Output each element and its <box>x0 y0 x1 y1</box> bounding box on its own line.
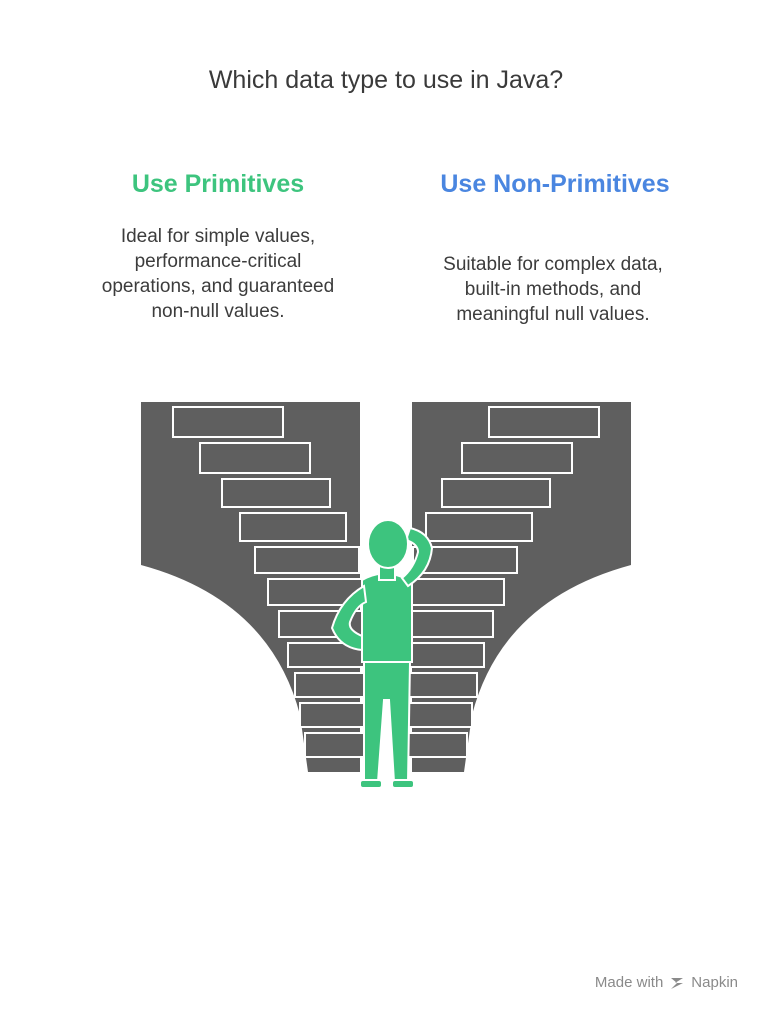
stairs-right-icon <box>394 402 631 772</box>
stairs-left-icon <box>141 402 378 772</box>
made-with-label: Made with <box>594 974 664 991</box>
page-title: Which data type to use in Java? <box>208 66 564 94</box>
napkin-logo-icon <box>671 977 684 989</box>
right-option-description: Suitable for complex data, built-in meth… <box>443 254 663 325</box>
person-icon <box>330 519 434 789</box>
left-option-description: Ideal for simple values, performance-cri… <box>101 226 335 322</box>
napkin-brand-label: Napkin <box>691 974 738 991</box>
left-option-heading: Use Primitives <box>131 170 305 198</box>
footer: Made with Napkin <box>595 974 738 991</box>
right-option-heading: Use Non-Primitives <box>440 170 670 198</box>
